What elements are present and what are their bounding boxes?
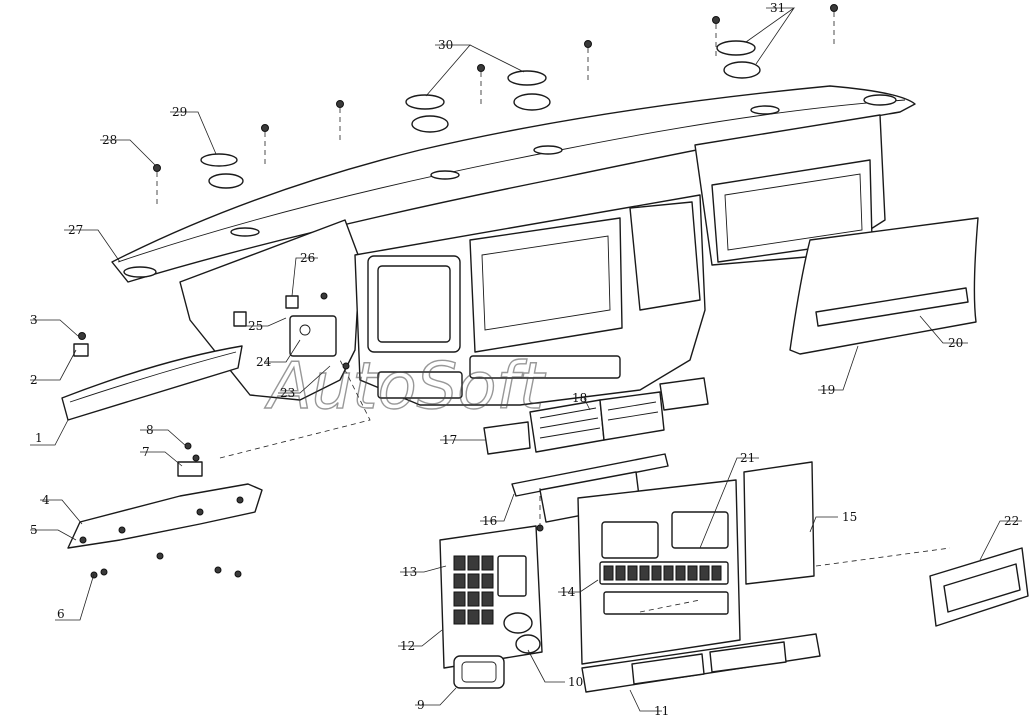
- callout-10: 10: [568, 675, 583, 689]
- callout-22: 22: [1004, 514, 1019, 528]
- fastener-set-lower-left: [90, 442, 242, 579]
- callout-27: 27: [68, 223, 83, 237]
- callout-26: 26: [300, 251, 315, 265]
- blank-cover-panel: [743, 461, 815, 585]
- rocker-switch: [651, 565, 662, 581]
- callout-23: 23: [280, 386, 295, 400]
- rocker-switch: [639, 565, 650, 581]
- callout-31: 31: [770, 1, 785, 15]
- watermark: AutoSoft: [264, 350, 547, 424]
- switch-row: [603, 565, 722, 581]
- screw: [712, 16, 720, 24]
- callout-12: 12: [400, 639, 415, 653]
- callout-3: 3: [30, 313, 38, 327]
- callout-1: 1: [35, 431, 43, 445]
- round-cap: [503, 612, 541, 654]
- rocker-switch: [663, 565, 674, 581]
- speaker-grilles: [200, 40, 761, 189]
- screw: [830, 4, 838, 12]
- callout-6: 6: [57, 607, 65, 621]
- callout-30: 30: [438, 38, 453, 52]
- callout-17: 17: [442, 433, 457, 447]
- screw: [153, 164, 161, 172]
- air-vent-outlets: [483, 377, 709, 455]
- rocker-switch: [675, 565, 686, 581]
- callout-18: 18: [572, 391, 587, 405]
- left-trim-panel: [61, 345, 243, 421]
- callout-labels: 3 2 1 4 5 6 7 8 9 10 11 12 13 14 15 16 1…: [30, 1, 1019, 718]
- rocker-switch: [699, 565, 710, 581]
- screw: [584, 40, 592, 48]
- switch-key: [453, 573, 466, 589]
- dashboard-top-cover: [111, 85, 916, 283]
- dashed-alignment-lines: [219, 359, 951, 613]
- glovebox-lid: [789, 217, 979, 355]
- callout-15: 15: [842, 510, 857, 524]
- callout-25: 25: [248, 319, 263, 333]
- top-screws: [153, 4, 838, 208]
- screw: [336, 100, 344, 108]
- switch-key: [453, 609, 466, 625]
- callout-9: 9: [417, 698, 425, 712]
- callout-16: 16: [482, 514, 497, 528]
- callout-8: 8: [146, 423, 154, 437]
- callout-11: 11: [654, 704, 669, 718]
- callout-29: 29: [172, 105, 187, 119]
- rocker-switch: [687, 565, 698, 581]
- rocker-switch: [711, 565, 722, 581]
- switch-key: [467, 591, 480, 607]
- lower-left-bracket: [67, 483, 263, 549]
- switch-key: [481, 609, 494, 625]
- switch-key: [453, 555, 466, 571]
- small-frame: [453, 655, 505, 689]
- callout-24: 24: [256, 355, 272, 369]
- callout-13: 13: [402, 565, 417, 579]
- rocker-switch: [627, 565, 638, 581]
- clip-and-screw: [73, 332, 89, 357]
- rocker-switch: [603, 565, 614, 581]
- screw: [261, 124, 269, 132]
- switch-key: [481, 591, 494, 607]
- callout-14: 14: [560, 585, 576, 599]
- screw: [477, 64, 485, 72]
- switch-key: [467, 573, 480, 589]
- callout-2: 2: [30, 373, 38, 387]
- switch-key: [481, 573, 494, 589]
- callout-19: 19: [820, 383, 835, 397]
- callout-4: 4: [42, 493, 50, 507]
- leader-lines: [30, 7, 1022, 712]
- right-storage-pocket: [929, 547, 1029, 627]
- callout-5: 5: [30, 523, 38, 537]
- center-left-brackets: [233, 292, 350, 370]
- callout-7: 7: [142, 445, 150, 459]
- switch-key: [467, 609, 480, 625]
- switch-key: [467, 555, 480, 571]
- lower-storage-tray: [581, 633, 821, 693]
- rocker-switch: [615, 565, 626, 581]
- callout-21: 21: [740, 451, 755, 465]
- switch-key: [481, 555, 494, 571]
- switch-key: [453, 591, 466, 607]
- callout-28: 28: [102, 133, 117, 147]
- callout-20: 20: [948, 336, 963, 350]
- switch-grid: [453, 555, 494, 625]
